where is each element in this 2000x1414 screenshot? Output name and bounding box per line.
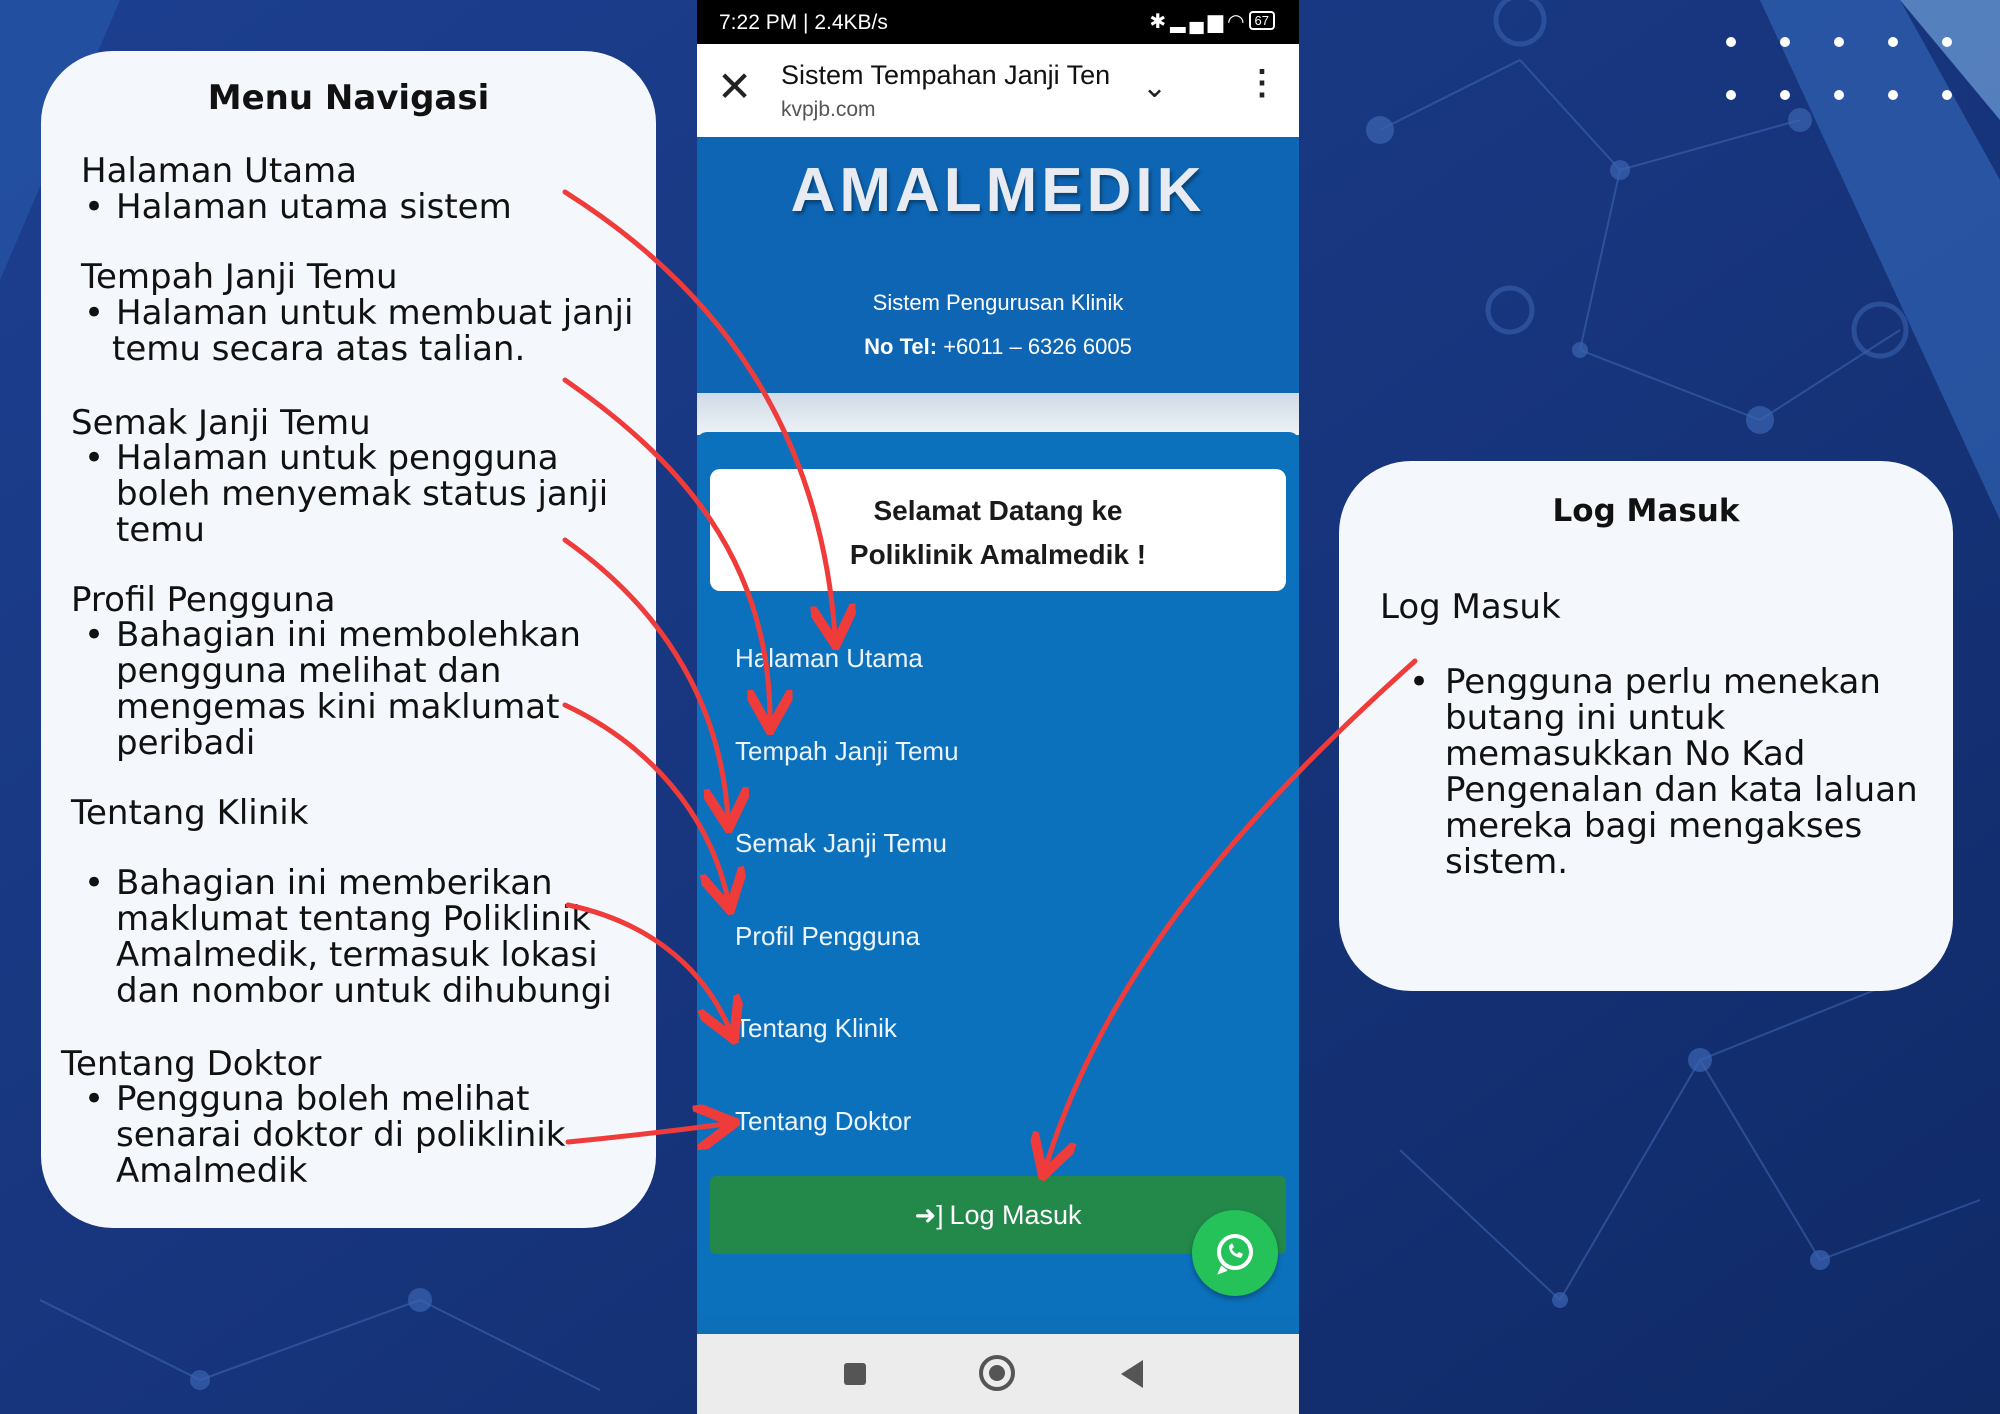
close-icon[interactable]: ✕	[717, 63, 753, 110]
log-masuk-button[interactable]: ➜]Log Masuk	[710, 1176, 1286, 1254]
menu-item-halaman-utama[interactable]: Halaman Utama	[735, 643, 923, 673]
nav-square-icon[interactable]	[844, 1363, 866, 1385]
nav-circle-icon[interactable]	[979, 1355, 1015, 1391]
section-title-semak-janji-temu: Semak Janji Temu	[71, 403, 371, 443]
menu-navigasi-title: Menu Navigasi	[207, 78, 490, 118]
bullet-semak-janji-temu: • Halaman untuk pengguna boleh menyemak …	[84, 438, 609, 550]
nav-back-icon[interactable]	[1121, 1360, 1143, 1388]
welcome-box: Selamat Datang ke Poliklinik Amalmedik !	[710, 469, 1286, 591]
bullet-tentang-doktor: • Pengguna boleh melihat senarai doktor …	[84, 1079, 566, 1191]
section-title-tentang-klinik: Tentang Klinik	[71, 793, 309, 833]
bluetooth-icon: ✱	[1149, 11, 1171, 33]
battery-icon: 67	[1248, 11, 1275, 30]
menu-navigasi-card: Menu Navigasi Halaman Utama • Halaman ut…	[41, 51, 656, 1228]
wifi-icon: ◠	[1227, 11, 1249, 33]
browser-page-title: Sistem Tempahan Janji Ten	[781, 60, 1111, 90]
status-bar: 7:22 PM | 2.4KB/s ✱▂▄▆◠67	[697, 0, 1299, 44]
tel-value: +6011 – 6326 6005	[943, 334, 1132, 359]
welcome-line-1: Selamat Datang ke	[873, 495, 1123, 526]
status-time: 7:22 PM | 2.4KB/s	[719, 11, 888, 34]
phone-screenshot: 7:22 PM | 2.4KB/s ✱▂▄▆◠67 ✕ Sistem Tempa…	[697, 0, 1299, 1414]
log-masuk-section-title: Log Masuk	[1380, 587, 1561, 627]
bullet-tempah-janji-temu: • Halaman untuk membuat janji temu secar…	[84, 293, 634, 369]
menu-item-tentang-doktor[interactable]: Tentang Doktor	[735, 1106, 912, 1136]
bullet-halaman-utama: • Halaman utama sistem	[84, 187, 512, 227]
bullet-profil-pengguna: • Bahagian ini membolehkan pengguna meli…	[84, 615, 581, 763]
section-title-profil-pengguna: Profil Pengguna	[71, 580, 336, 620]
bullet-tentang-klinik: • Bahagian ini memberikan maklumat tenta…	[84, 863, 612, 1011]
log-masuk-card: Log Masuk Log Masuk • Pengguna perlu men…	[1339, 461, 1953, 991]
section-title-halaman-utama: Halaman Utama	[81, 151, 358, 191]
chevron-down-icon[interactable]: ⌄	[1142, 71, 1168, 104]
android-nav-bar	[697, 1334, 1299, 1414]
more-vertical-icon[interactable]: ⋮	[1245, 64, 1279, 102]
log-masuk-card-title: Log Masuk	[1552, 493, 1740, 529]
site-subtitle: Sistem Pengurusan Klinik	[872, 290, 1124, 315]
whatsapp-button[interactable]	[1192, 1210, 1278, 1296]
site-phone-number: No Tel: +6011 – 6326 6005	[697, 334, 1299, 360]
log-masuk-button-label: Log Masuk	[949, 1200, 1082, 1230]
menu-item-tentang-klinik[interactable]: Tentang Klinik	[735, 1013, 897, 1043]
tel-label: No Tel:	[864, 334, 938, 359]
menu-item-profil-pengguna[interactable]: Profil Pengguna	[735, 921, 921, 951]
divider-strip	[697, 393, 1299, 435]
section-title-tentang-doktor: Tentang Doktor	[61, 1044, 322, 1084]
whatsapp-icon	[1217, 1234, 1253, 1275]
menu-item-tempah-janji-temu[interactable]: Tempah Janji Temu	[735, 736, 959, 766]
site-brand: AMALMEDIK	[790, 156, 1206, 225]
status-icons: ✱▂▄▆◠67	[1149, 9, 1275, 34]
browser-url: kvpjb.com	[781, 98, 876, 121]
section-title-tempah-janji-temu: Tempah Janji Temu	[81, 257, 398, 297]
signal-icon: ▂▄▆	[1170, 11, 1228, 33]
sign-in-icon: ➜]	[914, 1200, 944, 1230]
bullet-log-masuk: • Pengguna perlu menekan butang ini untu…	[1409, 662, 1918, 882]
welcome-line-2: Poliklinik Amalmedik !	[849, 539, 1147, 570]
menu-item-semak-janji-temu[interactable]: Semak Janji Temu	[735, 828, 947, 858]
browser-bar: ✕ Sistem Tempahan Janji Ten kvpjb.com ⌄ …	[697, 44, 1299, 137]
